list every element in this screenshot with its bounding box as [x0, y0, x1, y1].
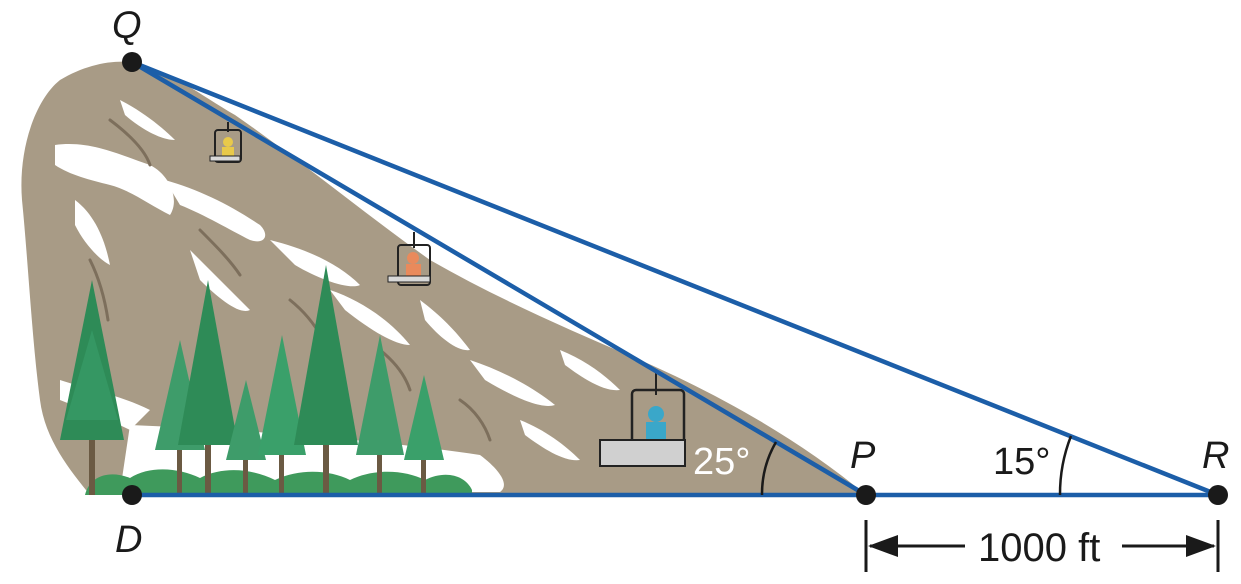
pine-tree — [404, 375, 444, 495]
pine-tree — [356, 335, 404, 495]
pine-trees — [60, 265, 444, 495]
label-R: R — [1202, 435, 1229, 477]
pine-tree — [226, 380, 266, 495]
chairlift-middle — [387, 232, 431, 286]
angle-arc-R — [1058, 435, 1073, 496]
pine-tree — [258, 335, 306, 495]
label-Q: Q — [112, 5, 142, 47]
arrowhead-left — [868, 535, 898, 557]
segment-QR — [129, 59, 1221, 498]
chairlift-top — [209, 122, 242, 163]
pine-tree — [60, 280, 124, 495]
point-D — [122, 485, 142, 505]
mountain-illustration — [21, 61, 867, 495]
label-D: D — [115, 519, 142, 561]
chairlift-bottom — [599, 370, 686, 467]
label-P: P — [850, 435, 876, 477]
angle-arc-P — [760, 441, 778, 496]
mountain-body — [21, 61, 867, 495]
angle-label-R: 15° — [993, 441, 1050, 483]
points — [122, 52, 1228, 505]
chairlifts — [209, 122, 686, 467]
geometry-lines — [129, 59, 1221, 498]
arrowhead-right — [1186, 535, 1216, 557]
segment-QP — [129, 59, 869, 498]
dimension-PR — [864, 520, 1220, 572]
point-R — [1208, 485, 1228, 505]
dimension-label-PR: 1000 ft — [978, 526, 1100, 570]
angle-label-P: 25° — [693, 441, 750, 483]
pine-tree — [294, 265, 358, 495]
point-Q — [122, 52, 142, 72]
pine-tree — [178, 280, 238, 495]
point-P — [856, 485, 876, 505]
